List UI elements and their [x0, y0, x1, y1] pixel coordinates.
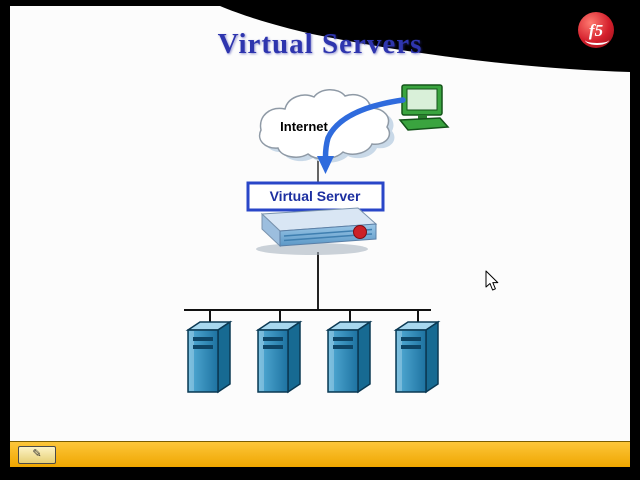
server-tower	[257, 321, 301, 393]
annotation-toolbar: ✎	[10, 441, 630, 467]
server-tower	[187, 321, 231, 393]
server-tower	[327, 321, 371, 393]
f5-logo-icon: f5	[578, 12, 614, 48]
bigip-appliance	[256, 207, 378, 255]
mouse-cursor	[485, 270, 499, 291]
traffic-arrow	[317, 97, 406, 174]
slide-title: Virtual Servers	[217, 28, 423, 60]
virtual-server-label: Virtual Server	[270, 188, 361, 204]
appliance-shadow	[256, 243, 368, 255]
slide: Virtual Servers f5	[10, 6, 630, 467]
swoosh-shape	[220, 6, 630, 72]
internet-label: Internet	[280, 119, 328, 134]
cloud-shape	[258, 89, 391, 160]
virtual-server-box: Virtual Server	[246, 181, 385, 212]
pencil-icon: ✎	[32, 448, 42, 460]
top-swoosh-decoration	[220, 6, 630, 72]
network-diagram: Internet Virtual Server	[184, 84, 499, 393]
client-pc-icon	[398, 84, 450, 131]
pen-tool-button[interactable]: ✎	[18, 445, 56, 464]
f5-logo-text: f5	[584, 20, 610, 45]
server-tower	[395, 321, 439, 393]
appliance-f5-ball-icon	[353, 225, 367, 239]
